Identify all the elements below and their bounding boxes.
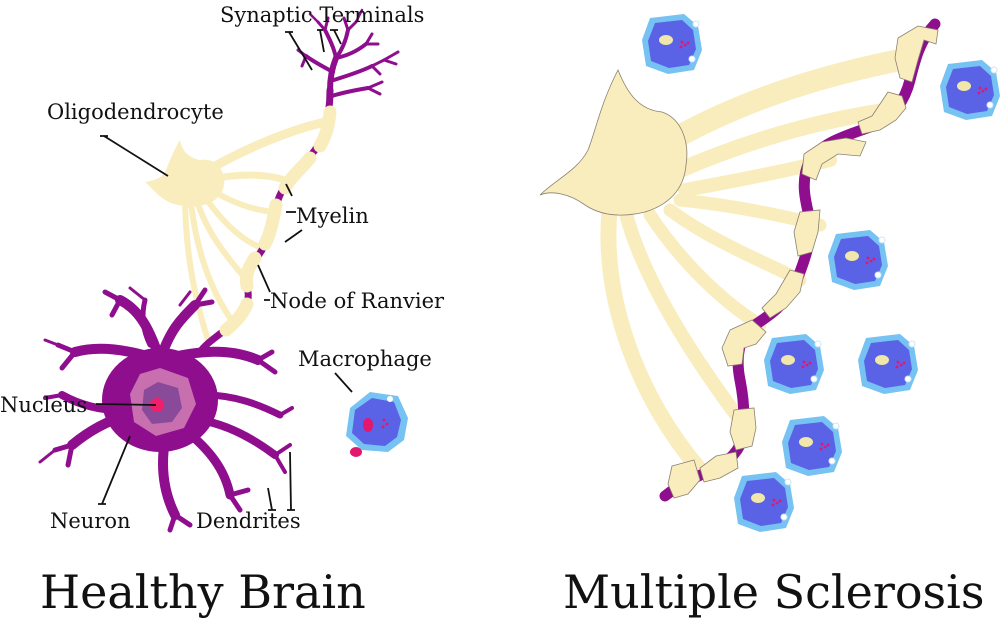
label-nucleus: Nucleus	[0, 393, 87, 417]
macrophage-icon	[641, 13, 703, 75]
macrophage-icon	[939, 59, 1000, 121]
label-macrophage: Macrophage	[298, 347, 432, 371]
label-neuron: Neuron	[50, 509, 131, 533]
ms-damaged-myelin	[667, 25, 939, 499]
label-synaptic-terminals: Synaptic Terminals	[220, 3, 424, 27]
neuron-icon	[38, 286, 294, 533]
label-leaders	[95, 29, 353, 511]
oligodendrocyte-icon	[145, 140, 225, 207]
macrophage-icon	[346, 392, 408, 457]
label-oligodendrocyte: Oligodendrocyte	[47, 100, 224, 124]
ms-oligodendrocyte-processes	[600, 49, 911, 478]
macrophage-icon	[857, 333, 919, 395]
macrophage-icon	[781, 415, 843, 477]
macrophage-icon	[827, 229, 889, 291]
title-healthy-brain: Healthy Brain	[40, 565, 366, 619]
title-multiple-sclerosis: Multiple Sclerosis	[563, 565, 984, 619]
label-node-of-ranvier: Node of Ranvier	[270, 289, 445, 313]
label-dendrites: Dendrites	[196, 509, 301, 533]
macrophage-icon	[763, 333, 825, 395]
label-myelin: Myelin	[296, 204, 369, 228]
ms-oligodendrocyte-icon	[539, 69, 688, 216]
macrophage-icon	[733, 471, 795, 533]
